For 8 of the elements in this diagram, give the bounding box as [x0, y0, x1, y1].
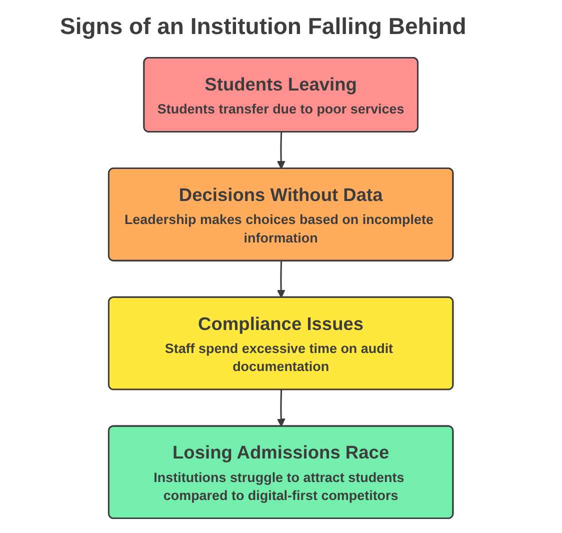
arrow — [277, 261, 286, 298]
diagram-title: Signs of an Institution Falling Behind — [60, 12, 466, 40]
card: Compliance Issues Staff spend excessive time on audit documentation — [108, 296, 454, 390]
card: Losing Admissions Race Institutions struggle to attract students compared to digital-first competitors — [108, 425, 454, 520]
card: Decisions Without Data Leadership makes choices based on incomplete information — [108, 168, 454, 262]
arrow — [277, 132, 286, 170]
card: Students Leaving Students transfer due to poor services — [143, 56, 419, 132]
arrow — [277, 390, 286, 427]
